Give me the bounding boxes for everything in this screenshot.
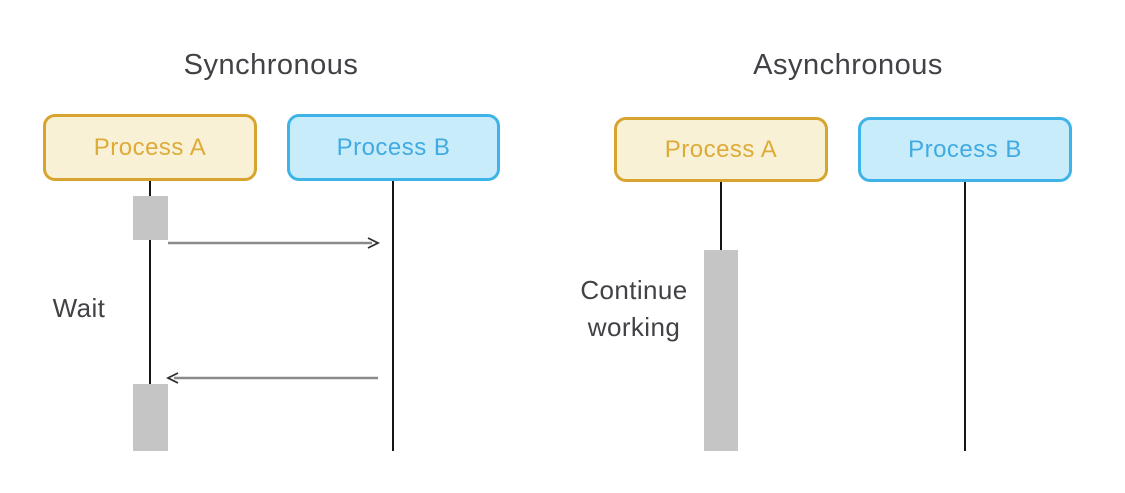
async-process-a-box: Process A	[614, 117, 828, 182]
left-arrow-icon	[165, 372, 378, 384]
sync-process-a-lifeline	[149, 181, 151, 451]
sync-process-b-box: Process B	[287, 114, 500, 181]
async-continue-working-label: Continue working	[554, 272, 714, 346]
sync-activation-bar-first	[133, 196, 168, 240]
sync-process-b-lifeline	[392, 181, 394, 451]
async-diagram-title: Asynchronous	[753, 49, 943, 81]
right-arrow-icon	[168, 237, 381, 249]
sync-diagram-title: Synchronous	[183, 49, 359, 81]
sync-process-a-label: Process A	[93, 133, 207, 161]
async-process-b-lifeline	[964, 182, 966, 451]
sync-process-a-box: Process A	[43, 114, 257, 181]
async-process-b-label: Process B	[908, 135, 1022, 163]
async-process-b-box: Process B	[858, 117, 1072, 182]
sync-activation-bar-second	[133, 384, 168, 451]
continue-label-line2: working	[587, 312, 681, 342]
sync-process-b-label: Process B	[336, 133, 451, 161]
sync-request-arrow	[168, 236, 381, 255]
sync-wait-label: Wait	[52, 293, 106, 323]
continue-label-line1: Continue	[580, 275, 688, 305]
async-process-a-label: Process A	[664, 135, 778, 163]
sync-response-arrow	[165, 371, 378, 390]
async-activation-bar	[704, 250, 738, 451]
